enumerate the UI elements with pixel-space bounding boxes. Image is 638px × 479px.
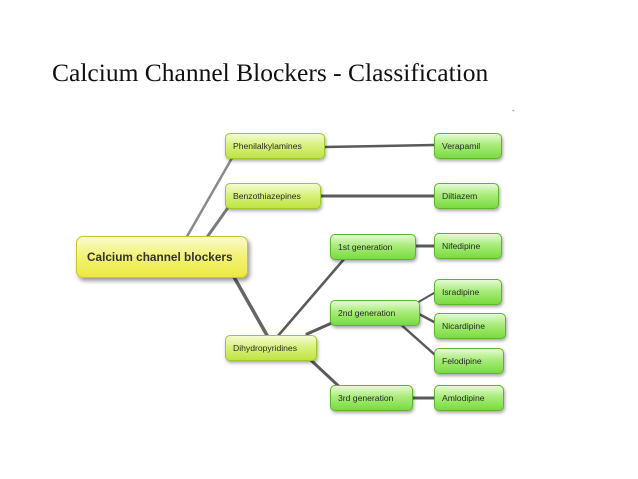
node-1st-generation: 1st generation bbox=[330, 234, 416, 260]
slide-title: Calcium Channel Blockers - Classificatio… bbox=[52, 58, 489, 87]
node-2nd-generation: 2nd generation bbox=[330, 300, 420, 326]
node-calcium-channel-blockers: Calcium channel blockers bbox=[76, 236, 248, 278]
connector-root-phenylalkylamines bbox=[183, 156, 234, 242]
connector-dihydropyridines-first bbox=[275, 256, 347, 339]
connector-root-dihydropyridines bbox=[228, 268, 270, 339]
corner-mark: - bbox=[512, 106, 515, 115]
node-felodipine: Felodipine bbox=[434, 348, 504, 374]
node-isradipine: Isradipine bbox=[434, 279, 502, 305]
node-phenilalkylamines: Phenilalkylamines bbox=[225, 133, 325, 159]
node-3rd-generation: 3rd generation bbox=[330, 385, 413, 411]
connector-second-nicardipine bbox=[417, 312, 436, 324]
connector-dihydropyridines-second bbox=[305, 320, 336, 336]
node-nifedipine: Nifedipine bbox=[434, 233, 502, 259]
node-dihydropyridines: Dihydropyridines bbox=[225, 335, 317, 361]
connector-phenylalkylamines-verapamil bbox=[322, 143, 436, 149]
node-verapamil: Verapamil bbox=[434, 133, 502, 159]
connector-second-felodipine bbox=[396, 320, 436, 356]
node-amlodipine: Amlodipine bbox=[434, 385, 504, 411]
node-diltiazem: Diltiazem bbox=[434, 183, 499, 209]
node-benzothiazepines: Benzothiazepines bbox=[225, 183, 321, 209]
node-nicardipine: Nicardipine bbox=[434, 313, 506, 339]
